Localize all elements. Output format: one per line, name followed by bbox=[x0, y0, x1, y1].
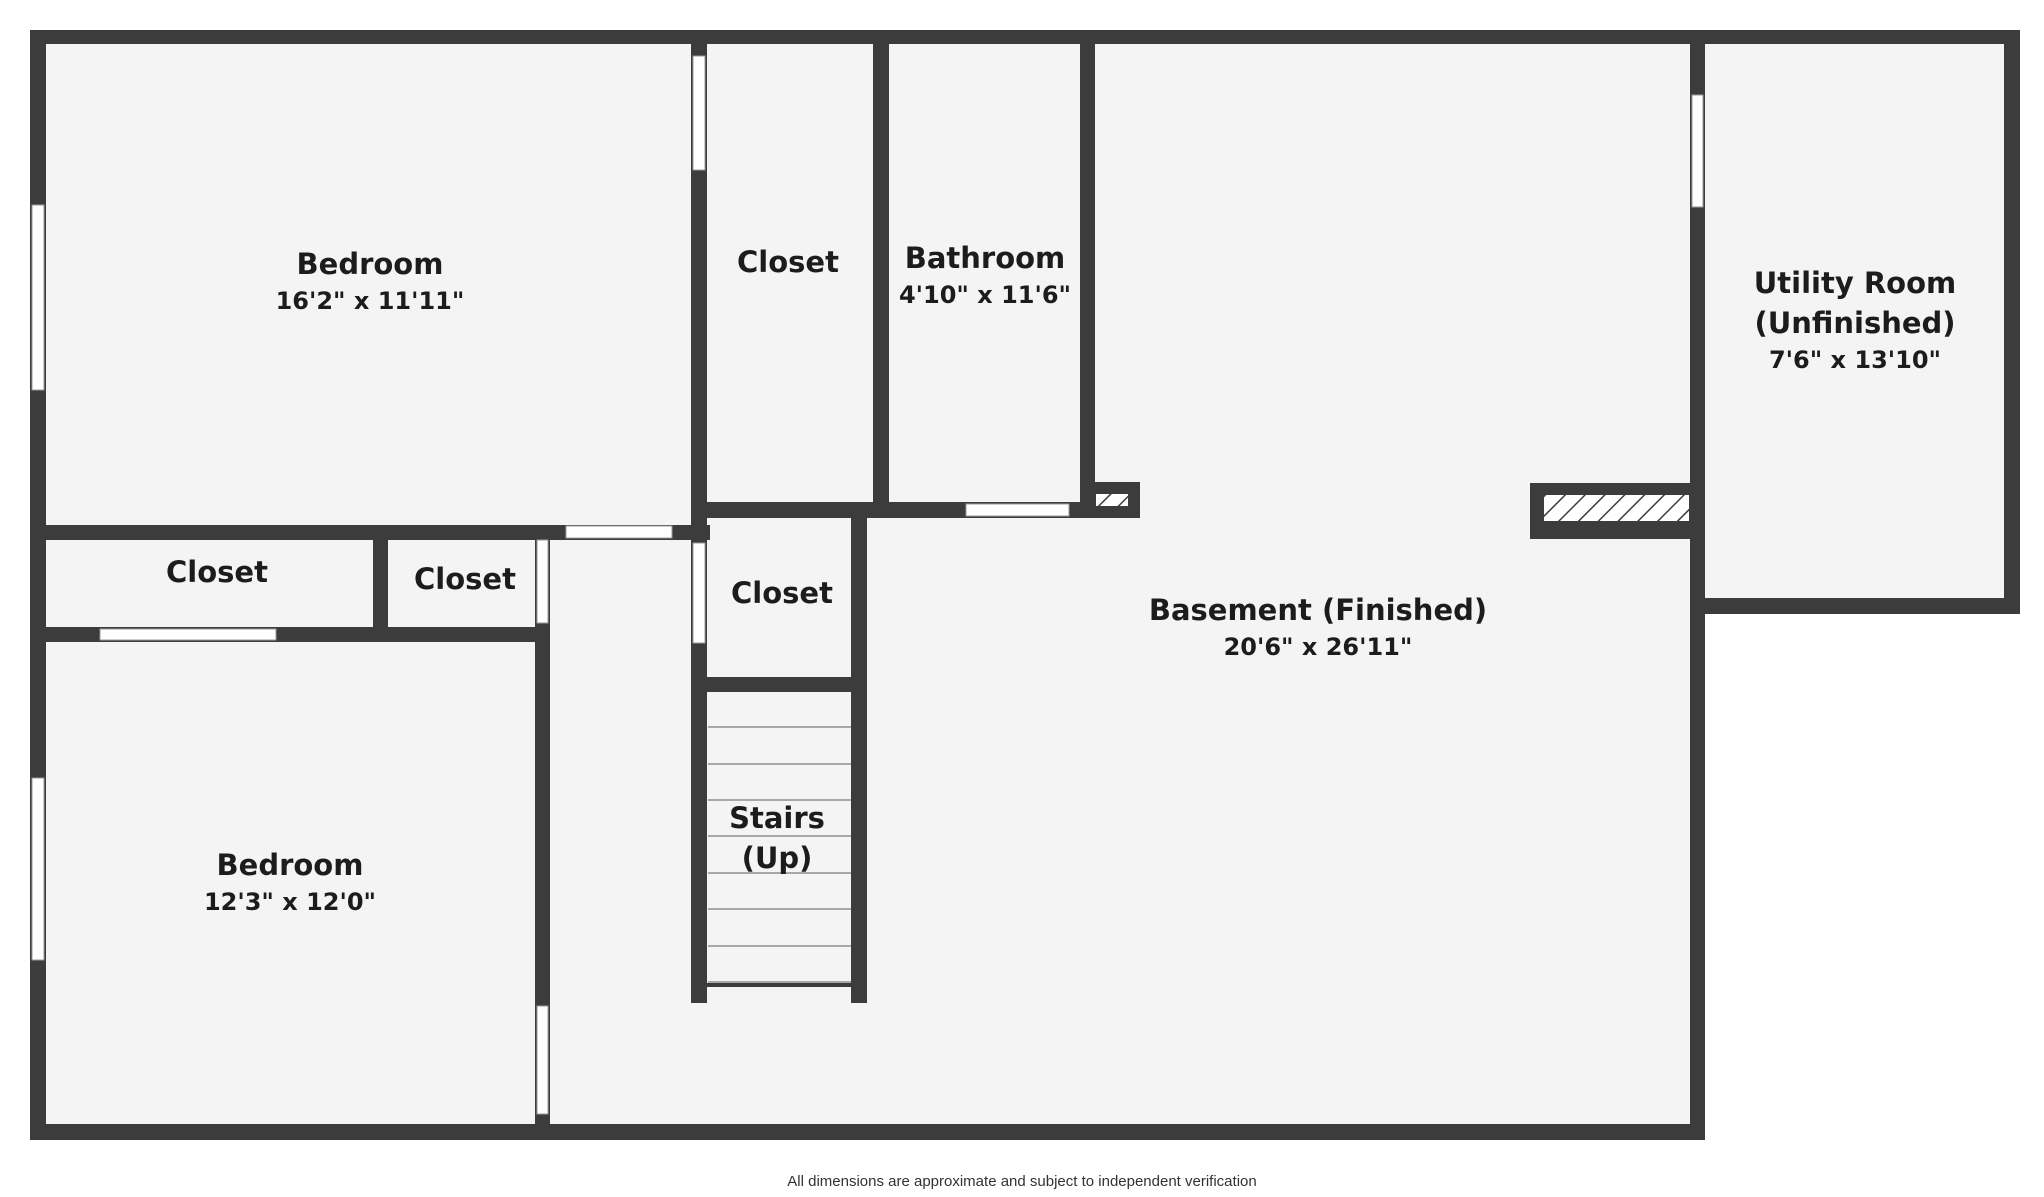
disclaimer-text: All dimensions are approximate and subje… bbox=[787, 1173, 1257, 1190]
openings bbox=[31, 55, 1704, 1115]
vent-hatch bbox=[1096, 494, 1128, 506]
utility-room-name: Utility Room bbox=[1754, 266, 1957, 300]
bedroom-1-name: Bedroom bbox=[297, 247, 444, 281]
utility-room-dimensions: 7'6" x 13'10" bbox=[1769, 346, 1941, 374]
closet-3-name: Closet bbox=[414, 562, 516, 596]
bedroom-1-dimensions: 16'2" x 11'11" bbox=[276, 287, 465, 315]
floor-area bbox=[40, 40, 2018, 1130]
closet-1-name: Closet bbox=[737, 245, 839, 279]
bathroom-name: Bathroom bbox=[905, 241, 1066, 275]
stairs-name: Stairs bbox=[729, 801, 825, 835]
utility-room-subtitle: (Unfinished) bbox=[1754, 306, 1955, 340]
bathroom-dimensions: 4'10" x 11'6" bbox=[899, 281, 1071, 309]
basement-name: Basement (Finished) bbox=[1149, 593, 1487, 627]
stairs-direction: (Up) bbox=[742, 841, 813, 875]
bedroom-2-name: Bedroom bbox=[217, 848, 364, 882]
basement-dimensions: 20'6" x 26'11" bbox=[1224, 633, 1413, 661]
closet-4-name: Closet bbox=[731, 576, 833, 610]
closet-2-name: Closet bbox=[166, 555, 268, 589]
bedroom-2-dimensions: 12'3" x 12'0" bbox=[204, 888, 376, 916]
stair-treads bbox=[708, 726, 853, 983]
chase-hatch bbox=[1544, 495, 1689, 521]
